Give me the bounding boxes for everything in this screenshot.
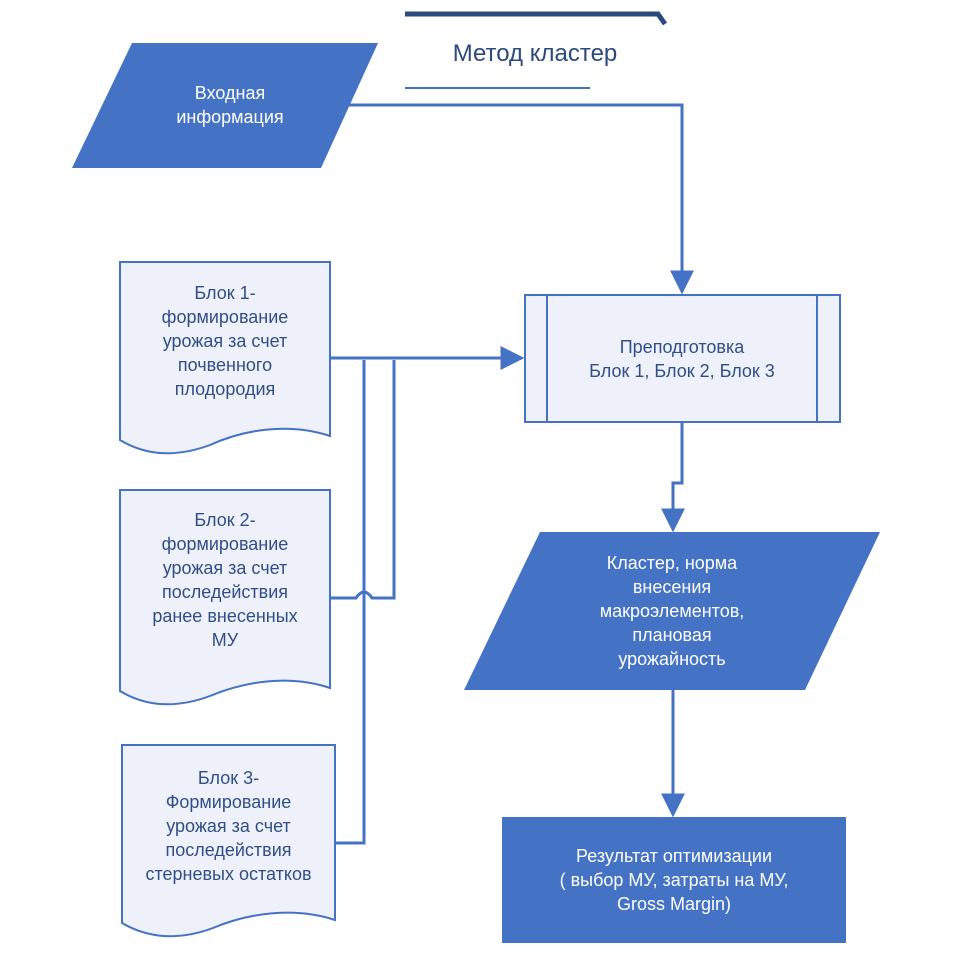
cluster-node-shape bbox=[464, 532, 880, 690]
block2-node-label: Блок 2- формирование урожая за счет посл… bbox=[120, 494, 330, 666]
connector-input-to-prep bbox=[348, 103, 694, 295]
connector-block3-to-prep bbox=[335, 360, 366, 845]
input-line: информация bbox=[176, 107, 284, 127]
result-line: Результат оптимизации bbox=[575, 846, 773, 866]
input-node-label: Входная информация bbox=[110, 50, 350, 160]
block1-line: плодородия bbox=[174, 379, 276, 399]
cluster-line: внесения bbox=[632, 577, 712, 597]
block2-line: Блок 2- bbox=[194, 510, 256, 530]
cluster-line: урожайность bbox=[618, 649, 726, 669]
cluster-line: Кластер, норма bbox=[606, 553, 738, 573]
block3-node-label: Блок 3- Формирование урожая за счет посл… bbox=[122, 753, 335, 899]
input-node-text: Входная информация bbox=[176, 81, 283, 129]
prep-node-text: Преподготовка Блок 1, Блок 2, Блок 3 bbox=[589, 335, 775, 383]
input-node-shape bbox=[72, 43, 378, 168]
block3-line: последействия bbox=[165, 840, 292, 860]
result-line: ( выбор МУ, затраты на МУ, bbox=[559, 870, 789, 890]
result-node-shape bbox=[502, 817, 846, 943]
block1-line: формирование bbox=[161, 307, 289, 327]
block2-line: урожая за счет bbox=[162, 558, 288, 578]
block2-line: последействия bbox=[161, 582, 289, 602]
result-line: Gross Margin) bbox=[616, 894, 732, 914]
prep-line: Блок 1, Блок 2, Блок 3 bbox=[589, 360, 775, 381]
block2-node-shape bbox=[119, 489, 331, 706]
connector-prep-to-cluster bbox=[661, 422, 685, 533]
block1-line: урожая за счет bbox=[162, 331, 288, 351]
block2-node-text: Блок 2- формирование урожая за счет посл… bbox=[152, 508, 297, 652]
block2-line: ранее внесенных bbox=[152, 606, 298, 626]
input-line: Входная bbox=[194, 83, 266, 103]
block1-line: почвенного bbox=[177, 355, 273, 375]
block3-line: стерневых остатков bbox=[145, 864, 312, 884]
block1-node-text: Блок 1- формирование урожая за счет почв… bbox=[162, 281, 289, 401]
block3-line: урожая за счет bbox=[166, 816, 291, 836]
block1-node-shape bbox=[119, 261, 331, 455]
page-title: Метод кластер bbox=[452, 40, 618, 67]
block3-node-shape bbox=[121, 744, 336, 938]
cluster-line: плановая bbox=[632, 625, 712, 645]
prep-line: Преподготовка bbox=[619, 336, 745, 357]
block2-line: формирование bbox=[161, 534, 289, 554]
block3-line: Блок 3- bbox=[197, 768, 260, 788]
cluster-node-text: Кластер, норма внесения макроэлементов, … bbox=[600, 551, 745, 671]
cluster-line: макроэлементов, bbox=[599, 601, 745, 621]
title-top-bar bbox=[405, 11, 668, 26]
block1-line: Блок 1- bbox=[194, 283, 256, 303]
block3-line: Формирование bbox=[165, 792, 292, 812]
prep-node-shape bbox=[524, 294, 841, 423]
result-node-label: Результат оптимизации ( выбор МУ, затрат… bbox=[502, 817, 846, 943]
block2-line: МУ bbox=[211, 630, 239, 650]
result-node-text: Результат оптимизации ( выбор МУ, затрат… bbox=[560, 844, 789, 916]
connector-block2-to-prep bbox=[330, 360, 396, 600]
block3-node-text: Блок 3- Формирование урожая за счет посл… bbox=[145, 766, 311, 886]
prep-node-label: Преподготовка Блок 1, Блок 2, Блок 3 bbox=[549, 297, 815, 420]
block1-node-label: Блок 1- формирование урожая за счет почв… bbox=[120, 268, 330, 414]
cluster-node-label: Кластер, норма внесения макроэлементов, … bbox=[540, 540, 804, 682]
